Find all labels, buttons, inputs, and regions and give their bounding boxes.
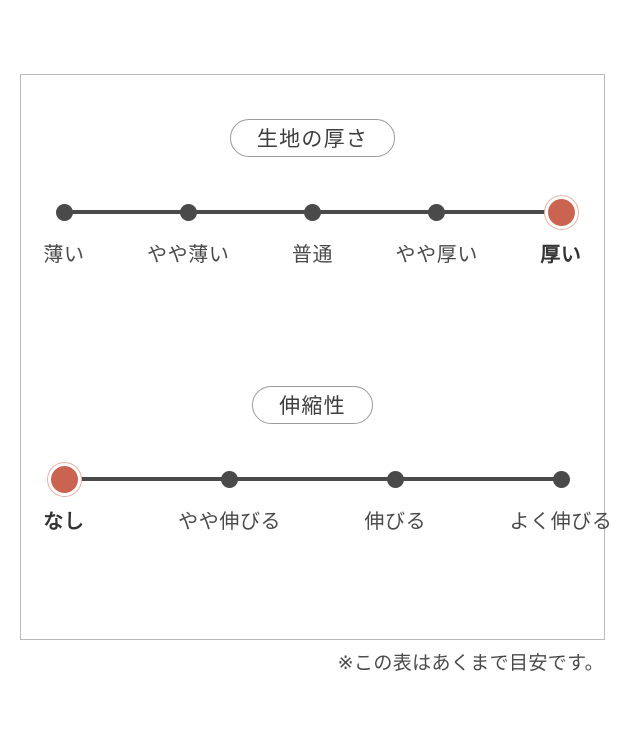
scale-label-stretch-3: よく伸びる: [509, 509, 613, 533]
scale-label-stretch-1: やや伸びる: [178, 509, 282, 533]
scale-title-thickness: 生地の厚さ: [229, 119, 396, 157]
scale-label-row-thickness: 薄い やや薄い 普通 やや厚い 厚い: [21, 239, 604, 273]
scale-dot-icon: [179, 203, 197, 221]
scale-label-stretch-0-selected: なし: [43, 509, 85, 533]
scale-dot-icon: [55, 203, 73, 221]
scale-dot-icon: [386, 470, 404, 488]
scale-dot-icon: [221, 470, 239, 488]
scale-label-row-stretch: なし やや伸びる 伸びる よく伸びる: [21, 506, 612, 540]
scale-track-thickness: [21, 185, 604, 239]
title-pill-row-stretch: 伸縮性: [21, 386, 604, 424]
scale-track-stretch: [21, 452, 604, 506]
scale-label-thickness-1: やや薄い: [147, 242, 230, 266]
scale-group-stretch: 伸縮性 なし やや伸びる 伸びる よく伸びる: [21, 386, 612, 540]
title-pill-row-thickness: 生地の厚さ: [21, 119, 604, 157]
scale-group-thickness: 生地の厚さ 薄い やや薄い 普通 やや厚い 厚い: [21, 119, 604, 273]
scale-label-thickness-4-selected: 厚い: [540, 242, 582, 266]
disclaimer-note: ※この表はあくまで目安です。: [337, 652, 604, 674]
fabric-spec-panel: 生地の厚さ 薄い やや薄い 普通 やや厚い 厚い: [20, 74, 612, 640]
scale-title-stretch: 伸縮性: [252, 386, 373, 424]
scale-label-thickness-3: やや厚い: [395, 242, 478, 266]
scale-dot-icon: [304, 203, 321, 221]
scale-dot-icon: [552, 470, 570, 488]
scale-label-thickness-2: 普通: [291, 242, 334, 266]
scale-dot-selected-icon: [547, 198, 575, 226]
scale-dot-icon: [428, 203, 446, 221]
scale-label-stretch-2: 伸びる: [364, 509, 427, 533]
track-line-stretch: [64, 477, 561, 481]
scale-label-thickness-0: 薄い: [43, 242, 85, 266]
scale-dot-selected-icon: [50, 465, 78, 493]
